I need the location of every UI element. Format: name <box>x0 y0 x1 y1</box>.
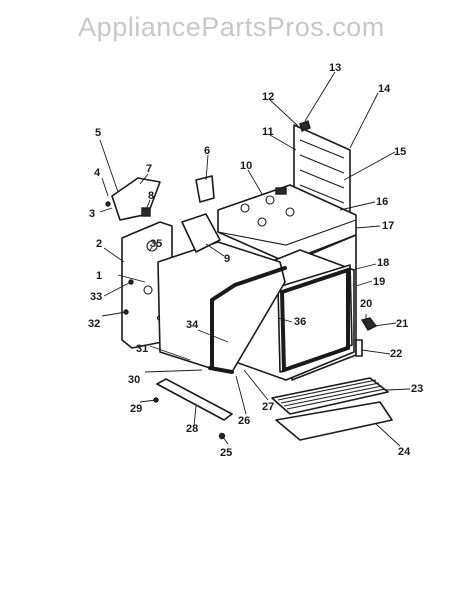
callout-7: 7 <box>146 163 152 175</box>
watermark-logo: AppliancePartsPros.com <box>78 12 385 42</box>
callout-28: 28 <box>186 423 198 435</box>
front-frame <box>157 241 287 374</box>
callout-3: 3 <box>89 208 95 220</box>
callout-27: 27 <box>262 401 274 413</box>
callout-22: 22 <box>390 348 402 360</box>
callout-25: 25 <box>220 447 232 459</box>
callout-33: 33 <box>90 291 102 303</box>
callout-19: 19 <box>373 276 385 288</box>
callout-5: 5 <box>95 127 101 139</box>
side-trim-panel <box>195 175 215 203</box>
vent-duct <box>181 213 221 253</box>
callout-32: 32 <box>88 318 100 330</box>
callout-10: 10 <box>240 160 252 172</box>
callout-29: 29 <box>130 403 142 415</box>
callout-16: 16 <box>376 196 388 208</box>
callout-2: 2 <box>96 238 102 250</box>
callout-14: 14 <box>378 83 391 95</box>
callout-31: 31 <box>136 343 148 355</box>
callout-1: 1 <box>96 270 102 282</box>
callout-24: 24 <box>398 446 411 458</box>
toe-kick <box>156 378 233 421</box>
callout-13: 13 <box>329 62 341 74</box>
callout-23: 23 <box>411 383 423 395</box>
callout-30: 30 <box>128 374 140 386</box>
control-bracket <box>111 177 161 221</box>
callout-36: 36 <box>294 316 306 328</box>
callout-18: 18 <box>377 257 389 269</box>
callout-35: 35 <box>150 238 162 250</box>
callout-9: 9 <box>224 253 230 265</box>
callout-15: 15 <box>394 146 406 158</box>
callout-4: 4 <box>94 167 101 179</box>
callout-20: 20 <box>360 298 372 310</box>
drawer-bottom <box>275 401 393 441</box>
callout-34: 34 <box>186 319 199 331</box>
callout-12: 12 <box>262 91 274 103</box>
leader-lines <box>99 71 411 447</box>
callout-17: 17 <box>382 220 394 232</box>
callout-21: 21 <box>396 318 408 330</box>
callout-labels: 1 2 3 4 5 6 7 8 9 10 11 12 13 14 15 16 1… <box>88 62 423 459</box>
callout-26: 26 <box>238 415 250 427</box>
broiler-rack <box>271 377 389 415</box>
callout-6: 6 <box>204 145 210 157</box>
callout-8: 8 <box>148 190 154 202</box>
callout-11: 11 <box>262 126 274 138</box>
